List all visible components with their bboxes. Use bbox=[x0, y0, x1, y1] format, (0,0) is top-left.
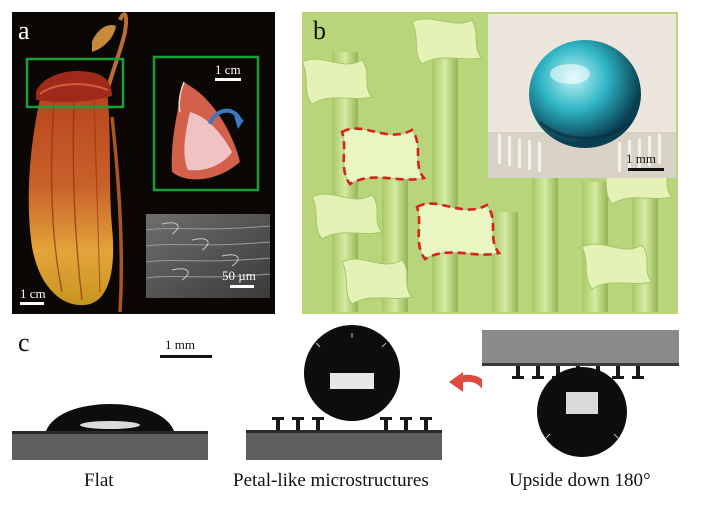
petal-droplet-image bbox=[246, 325, 442, 460]
pitcher-plant-photo bbox=[25, 12, 271, 313]
scale-bar-a-sem bbox=[230, 285, 254, 288]
panel-b bbox=[302, 12, 678, 314]
scale-label-c: 1 mm bbox=[165, 337, 195, 352]
scale-bar-b-inset bbox=[628, 168, 664, 171]
caption-upside-down: Upside down 180° bbox=[509, 470, 651, 491]
microstructure-render bbox=[302, 14, 676, 312]
panel-a bbox=[12, 12, 275, 314]
scale-bar-c bbox=[160, 355, 212, 358]
panel-a-letter: a bbox=[18, 16, 30, 45]
scale-bar-a-inset bbox=[215, 78, 241, 81]
scale-label-a-main: 1 cm bbox=[20, 286, 46, 301]
scale-label-a-inset: 1 cm bbox=[215, 62, 241, 77]
panel-c-letter: c bbox=[18, 328, 30, 357]
upside-down-droplet-image bbox=[482, 330, 679, 460]
scale-bar-a-main bbox=[20, 302, 44, 305]
caption-petal: Petal-like microstructures bbox=[233, 470, 429, 491]
caption-flat: Flat bbox=[84, 470, 114, 491]
scale-label-b-inset: 1 mm bbox=[626, 151, 656, 166]
panel-b-letter: b bbox=[313, 16, 326, 45]
scale-label-a-sem: 50 µm bbox=[222, 268, 256, 283]
flat-droplet-image bbox=[12, 385, 208, 460]
